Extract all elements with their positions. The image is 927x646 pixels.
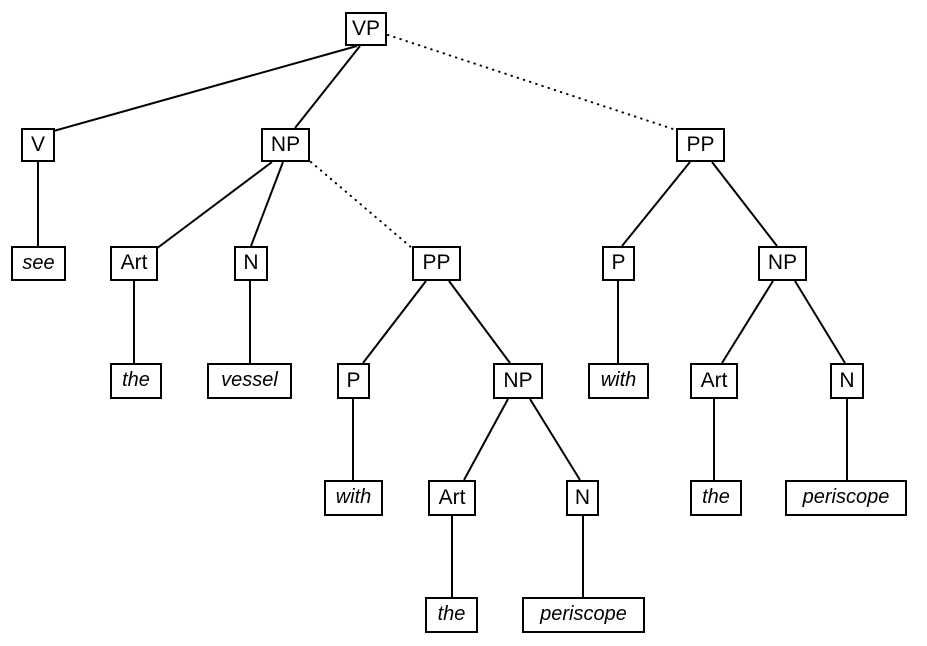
tree-node-label: Art xyxy=(700,368,728,392)
tree-node-np_left[interactable]: NP xyxy=(261,128,310,162)
tree-node-p_mid[interactable]: P xyxy=(337,363,370,399)
tree-node-label: periscope xyxy=(802,486,890,508)
tree-node-label: with xyxy=(335,486,372,508)
tree-node-label: P xyxy=(611,251,626,274)
tree-node-label: see xyxy=(22,251,55,274)
tree-node-label: NP xyxy=(767,251,798,274)
tree-edge-np_left-to-n_left xyxy=(250,161,284,247)
tree-node-the_left[interactable]: the xyxy=(110,363,162,399)
tree-node-periscope_right[interactable]: periscope xyxy=(785,480,907,516)
tree-edge-pp_mid-to-p_mid xyxy=(362,280,427,364)
tree-edge-np_left-to-art_left xyxy=(155,161,273,250)
tree-node-label: P xyxy=(346,368,361,392)
tree-edge-np_left-to-pp_mid xyxy=(310,161,413,249)
tree-node-label: periscope xyxy=(540,603,627,625)
tree-node-np_mid[interactable]: NP xyxy=(493,363,543,399)
tree-node-the_mid[interactable]: the xyxy=(425,597,478,633)
tree-node-p_right[interactable]: P xyxy=(602,246,635,281)
tree-node-label: V xyxy=(30,132,45,156)
tree-node-label: N xyxy=(243,251,259,274)
tree-node-n_left[interactable]: N xyxy=(234,246,268,281)
tree-node-see_word[interactable]: see xyxy=(11,246,66,281)
tree-edge-np_right-to-art_right xyxy=(721,280,774,364)
tree-node-label: N xyxy=(574,485,591,509)
tree-edge-np_right-to-n_right xyxy=(794,280,846,364)
tree-node-pp_right[interactable]: PP xyxy=(676,128,725,162)
tree-node-label: with xyxy=(600,369,637,391)
tree-node-art_right[interactable]: Art xyxy=(690,363,738,399)
tree-edge-np_mid-to-n_mid xyxy=(529,398,581,481)
tree-node-the_right[interactable]: the xyxy=(690,480,742,516)
tree-node-n_mid[interactable]: N xyxy=(566,480,599,516)
tree-node-label: Art xyxy=(120,251,148,274)
tree-edge-np_mid-to-art_mid xyxy=(463,398,509,481)
tree-node-art_mid[interactable]: Art xyxy=(428,480,476,516)
tree-node-np_right[interactable]: NP xyxy=(758,246,807,281)
tree-edge-pp_right-to-p_right xyxy=(621,161,691,247)
tree-node-vessel_word[interactable]: vessel xyxy=(207,363,292,399)
tree-node-label: vessel xyxy=(221,369,278,391)
tree-edge-vp_root-to-np_left xyxy=(294,45,361,129)
tree-node-label: PP xyxy=(422,251,451,274)
tree-node-with_mid[interactable]: with xyxy=(324,480,383,516)
tree-edge-vp_root-to-pp_right xyxy=(387,34,677,131)
tree-node-label: the xyxy=(437,603,466,625)
tree-node-label: N xyxy=(839,368,855,392)
tree-node-label: the xyxy=(702,486,730,508)
tree-edge-vp_root-to-v_left xyxy=(49,45,358,133)
tree-node-label: VP xyxy=(351,16,380,40)
tree-node-periscope_mid[interactable]: periscope xyxy=(522,597,645,633)
tree-node-vp_root[interactable]: VP xyxy=(345,12,387,46)
tree-node-v_left[interactable]: V xyxy=(21,128,55,162)
tree-node-label: the xyxy=(122,369,150,391)
tree-edge-pp_mid-to-np_mid xyxy=(448,280,511,364)
tree-edge-pp_right-to-np_right xyxy=(711,161,778,247)
tree-node-label: PP xyxy=(686,132,715,156)
tree-node-pp_mid[interactable]: PP xyxy=(412,246,461,281)
tree-node-label: NP xyxy=(270,132,301,156)
tree-node-label: Art xyxy=(438,485,466,509)
tree-node-label: NP xyxy=(503,368,533,392)
tree-node-with_right[interactable]: with xyxy=(588,363,649,399)
tree-node-n_right[interactable]: N xyxy=(830,363,864,399)
tree-node-art_left[interactable]: Art xyxy=(110,246,158,281)
